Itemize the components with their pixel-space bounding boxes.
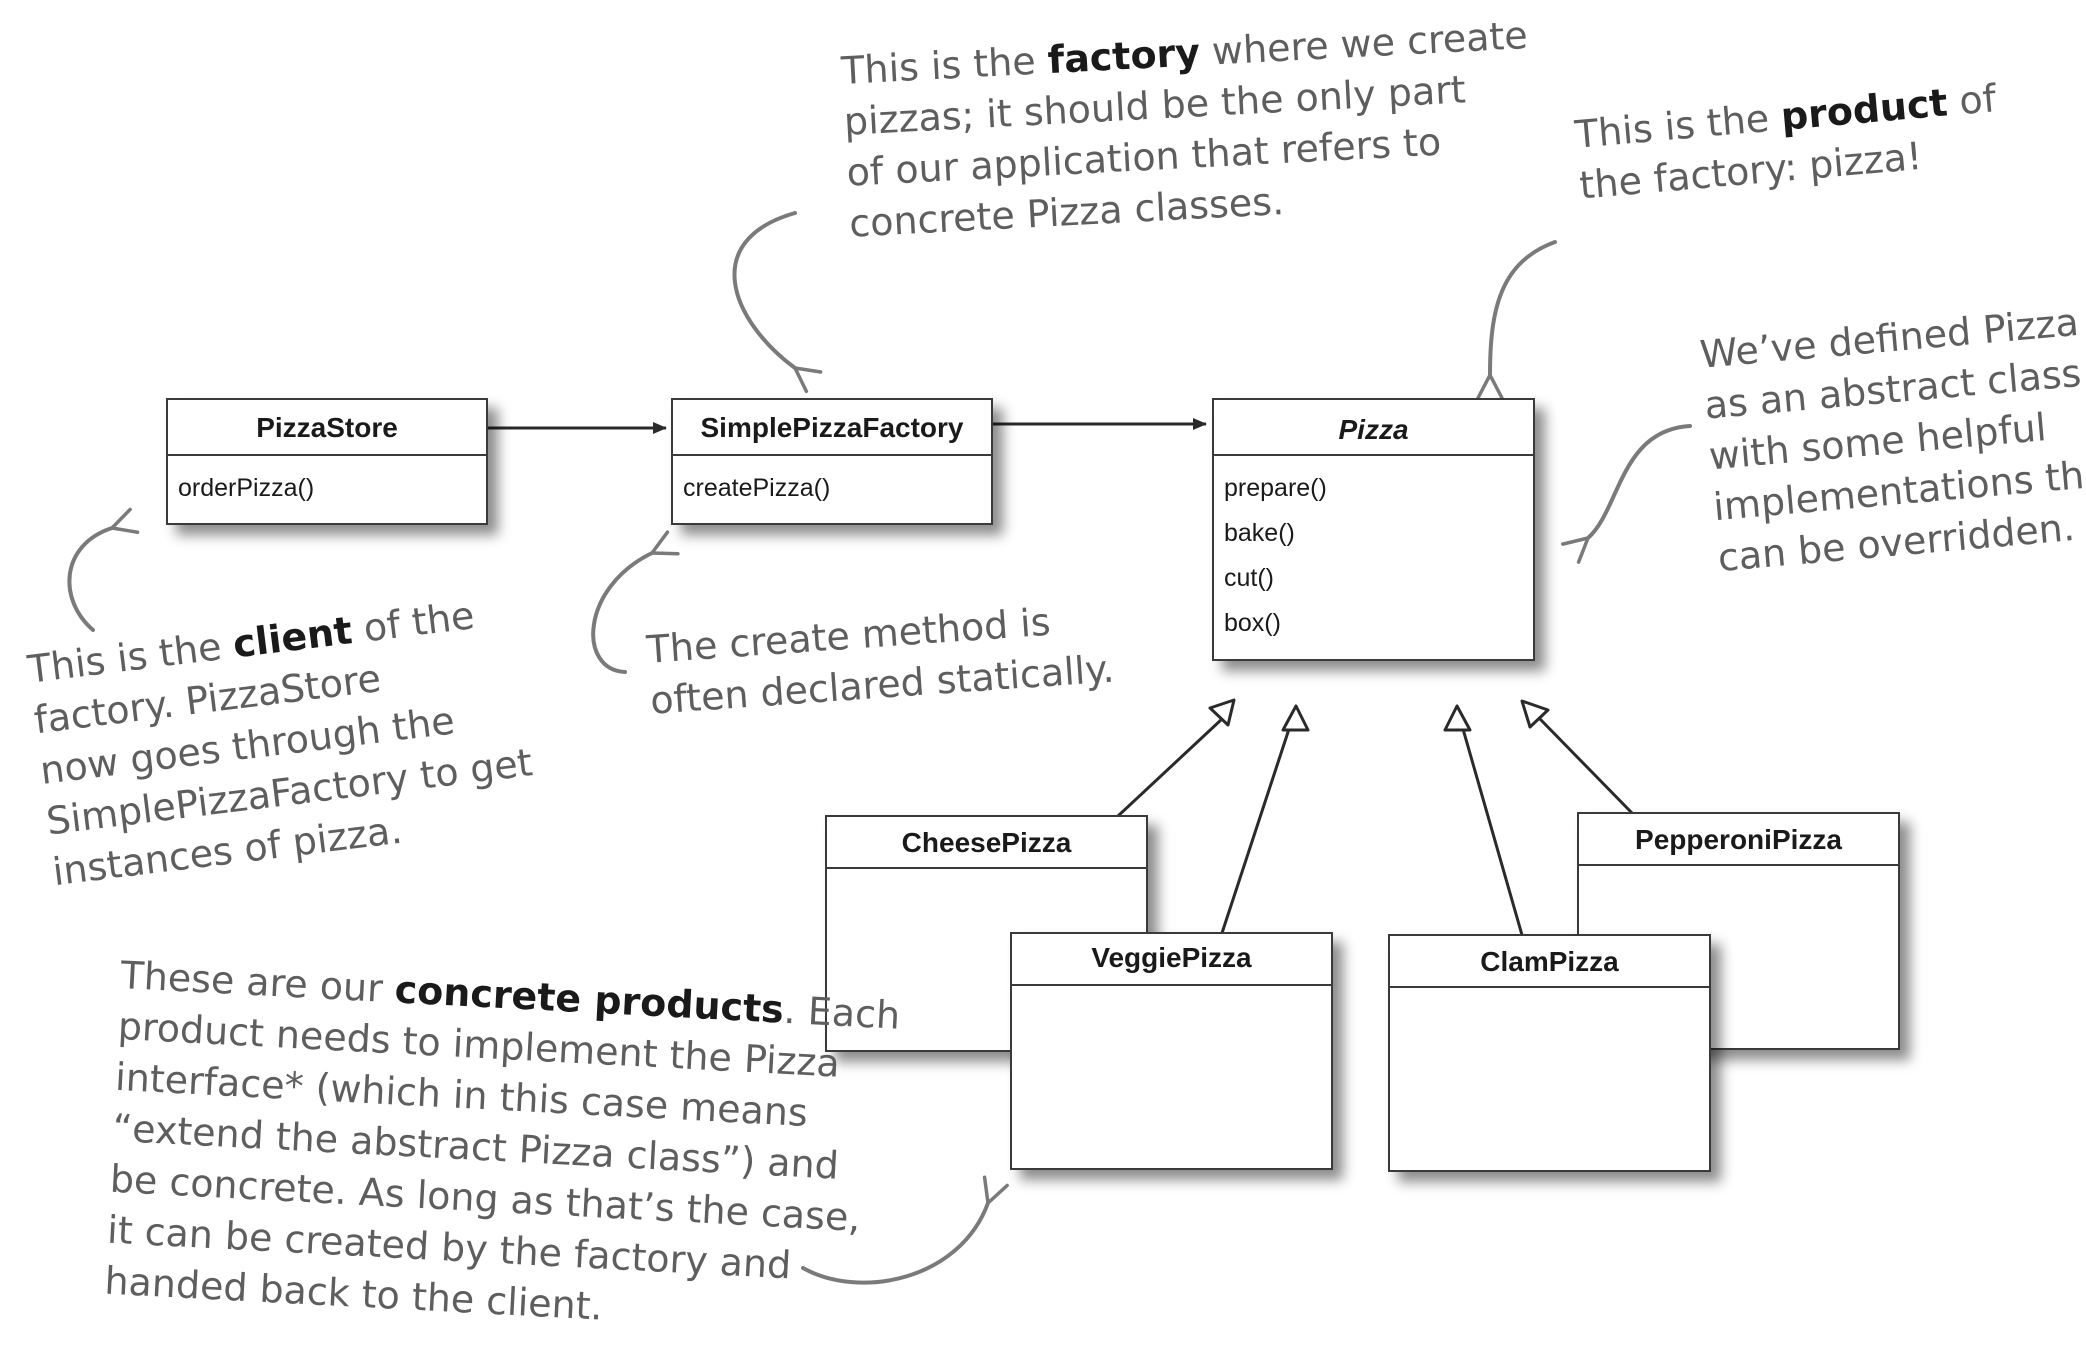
note-text: of the <box>349 593 477 652</box>
note-text: This is the <box>840 38 1049 93</box>
note-arrow-product <box>1476 240 1557 400</box>
method-cut: cut() <box>1224 564 1274 592</box>
inheritance-head-veggiepizza <box>1281 704 1310 732</box>
inheritance-line-clampizza <box>1461 728 1524 936</box>
class-clampizza: ClamPizza <box>1388 934 1711 1172</box>
class-pizza: Pizza prepare() bake() cut() box() <box>1212 398 1535 661</box>
note-arrow-abstract <box>1561 424 1692 564</box>
note-emphasis: product <box>1779 80 1950 139</box>
inheritance-line-veggiepizza <box>1220 728 1291 934</box>
note-text: . Each <box>782 987 902 1038</box>
method-orderpizza: orderPizza() <box>178 474 315 502</box>
inheritance-head-pepperonipizza <box>1520 699 1550 729</box>
note-abstract-class: We’ve defined Pizza as an abstract class… <box>1698 294 2086 584</box>
class-name: CheesePizza <box>827 817 1146 869</box>
class-name: SimplePizzaFactory <box>673 400 991 456</box>
class-name: PizzaStore <box>168 400 486 456</box>
note-arrow-static <box>591 530 680 674</box>
note-factory: This is the factory where we create pizz… <box>840 10 1537 250</box>
class-name: ClamPizza <box>1390 936 1709 988</box>
class-pizzastore: PizzaStore orderPizza() <box>166 398 488 525</box>
class-simplepizzafactory: SimplePizzaFactory createPizza() <box>671 398 993 525</box>
inheritance-line-cheesepizza <box>1116 717 1224 818</box>
note-arrow-factory <box>732 211 823 394</box>
class-name: VeggiePizza <box>1012 934 1331 986</box>
note-emphasis: factory <box>1046 30 1202 83</box>
class-name: PepperoniPizza <box>1579 814 1898 866</box>
inheritance-head-cheesepizza <box>1208 698 1236 727</box>
class-veggiepizza: VeggiePizza <box>1010 932 1333 1170</box>
method-list: prepare() bake() cut() box() <box>1214 456 1533 646</box>
method-list: createPizza() <box>673 456 991 511</box>
method-bake: bake() <box>1224 519 1295 547</box>
note-arrow-concrete <box>801 1175 1009 1285</box>
inheritance-head-clampizza <box>1443 704 1472 732</box>
method-box: box() <box>1224 609 1281 637</box>
note-arrow-client <box>67 507 140 632</box>
note-concrete-products: These are our concrete products. Each pr… <box>103 950 902 1347</box>
method-list: orderPizza() <box>168 456 486 511</box>
method-prepare: prepare() <box>1224 474 1327 502</box>
inheritance-line-pepperonipizza <box>1538 717 1634 815</box>
note-text: of <box>1945 76 1998 125</box>
method-createpizza: createPizza() <box>683 474 831 502</box>
class-name: Pizza <box>1214 400 1533 456</box>
